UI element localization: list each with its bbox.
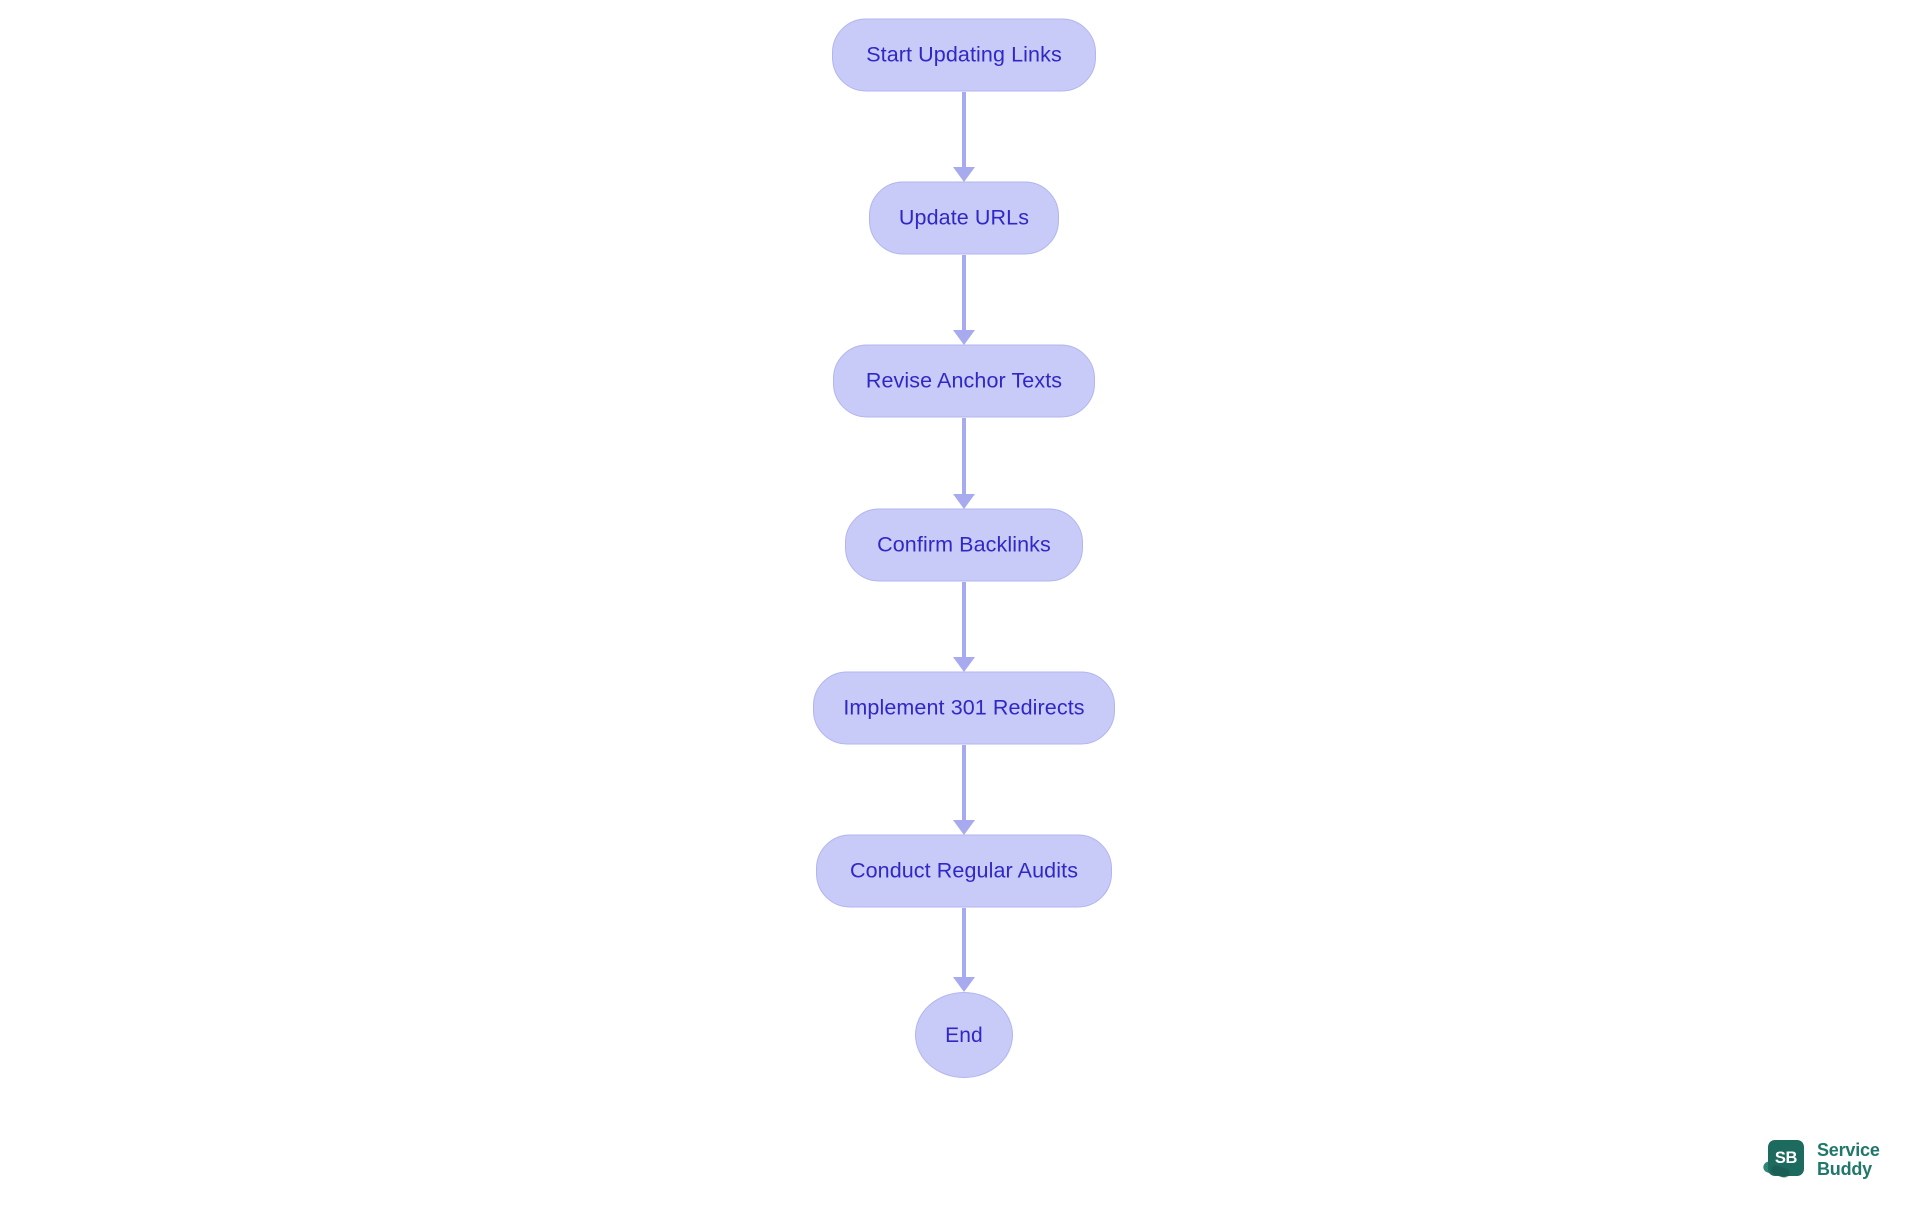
arrowhead-anchors-to-backlinks xyxy=(953,494,975,509)
arrowhead-redirects-to-audits xyxy=(953,820,975,835)
connector-urls-to-anchors xyxy=(962,255,966,330)
arrowhead-backlinks-to-redirects xyxy=(953,657,975,672)
flow-node-end[interactable]: End xyxy=(915,992,1013,1078)
connector-start-to-urls xyxy=(962,92,966,167)
flow-node-conduct-regular-audits-label: Conduct Regular Audits xyxy=(849,858,1079,883)
flow-node-update-urls[interactable]: Update URLs xyxy=(869,181,1059,255)
arrowhead-urls-to-anchors xyxy=(953,330,975,345)
connector-anchors-to-backlinks xyxy=(962,418,966,494)
wordmark-line-2: Buddy xyxy=(1817,1159,1872,1179)
flow-node-implement-301-redirects[interactable]: Implement 301 Redirects xyxy=(813,671,1115,745)
flow-node-revise-anchor-texts[interactable]: Revise Anchor Texts xyxy=(833,344,1095,418)
wordmark-line-1: Service xyxy=(1817,1139,1880,1160)
connector-redirects-to-audits xyxy=(962,745,966,820)
flow-node-implement-301-redirects-label: Implement 301 Redirects xyxy=(843,695,1085,720)
flow-node-update-urls-label: Update URLs xyxy=(898,205,1030,230)
connector-backlinks-to-redirects xyxy=(962,582,966,657)
service-buddy-logo: SB Service Buddy xyxy=(1761,1139,1880,1180)
arrowhead-start-to-urls xyxy=(953,167,975,182)
flow-node-end-label: End xyxy=(945,1023,983,1047)
service-buddy-wordmark: Service Buddy xyxy=(1817,1139,1880,1180)
flow-node-confirm-backlinks-label: Confirm Backlinks xyxy=(877,532,1051,557)
flow-node-start[interactable]: Start Updating Links xyxy=(832,18,1096,92)
flow-node-revise-anchor-texts-label: Revise Anchor Texts xyxy=(865,368,1063,393)
connector-audits-to-end xyxy=(962,908,966,977)
flow-node-confirm-backlinks[interactable]: Confirm Backlinks xyxy=(845,508,1083,582)
flow-node-start-label: Start Updating Links xyxy=(866,42,1062,67)
flow-node-conduct-regular-audits[interactable]: Conduct Regular Audits xyxy=(816,834,1112,908)
service-buddy-mark-icon: SB xyxy=(1761,1140,1808,1180)
arrowhead-audits-to-end xyxy=(953,977,975,992)
